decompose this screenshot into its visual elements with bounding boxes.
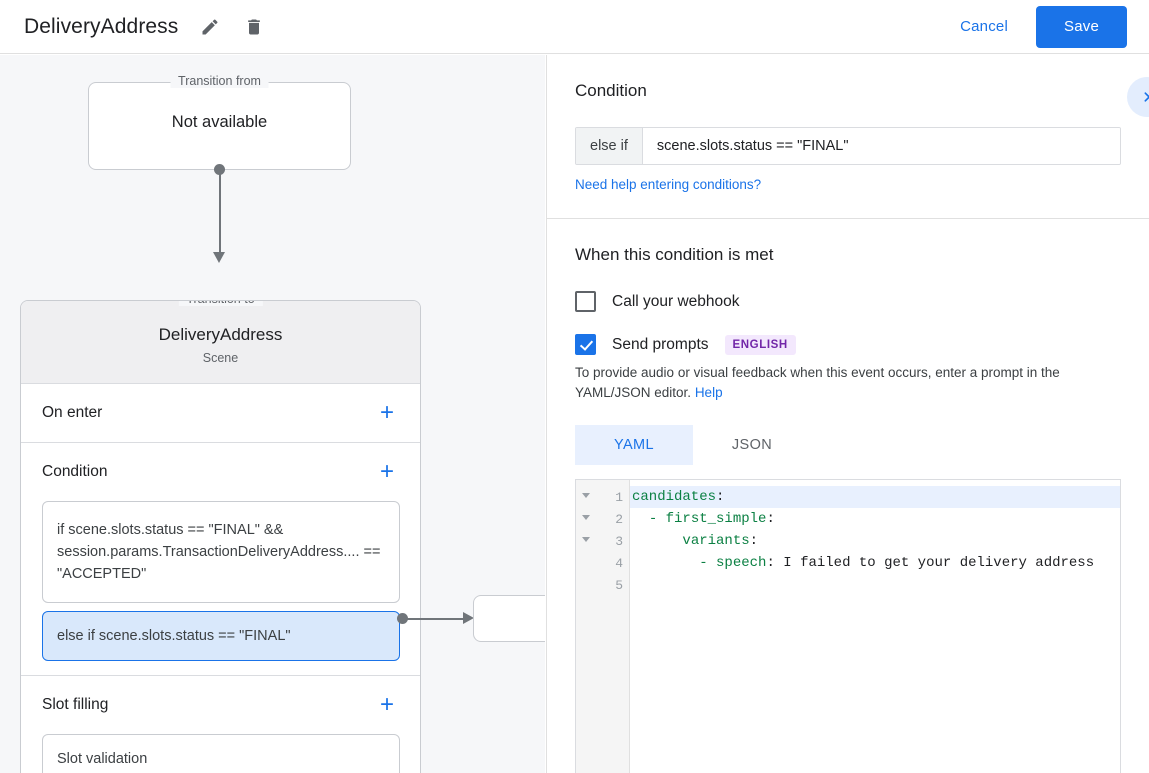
editor-code-area[interactable]: candidates: - first_simple: variants: - … — [630, 480, 1120, 773]
connector-line-horizontal — [404, 618, 466, 620]
panel-when-met-section: When this condition is met Call your web… — [547, 219, 1149, 773]
fold-arrow-icon[interactable] — [582, 515, 590, 520]
condition-prefix-label: else if — [576, 128, 643, 164]
section-on-enter: On enter + — [21, 384, 420, 443]
line-number: 4 — [615, 555, 623, 571]
condition-item-else-if[interactable]: else if scene.slots.status == "FINAL" — [42, 611, 400, 661]
scene-graph-canvas[interactable]: Transition from Not available Transition… — [0, 55, 545, 773]
gutter-row: 5 — [576, 574, 629, 596]
connector-dot-right — [397, 613, 408, 624]
condition-input-row: else if — [575, 127, 1121, 165]
panel-condition-section: Condition else if Need help entering con… — [547, 55, 1149, 219]
edit-name-button[interactable] — [194, 11, 226, 43]
line-number: 1 — [615, 489, 623, 505]
send-prompts-checkbox[interactable] — [575, 334, 596, 355]
section-condition-body: if scene.slots.status == "FINAL" && sess… — [21, 501, 420, 675]
line-number: 5 — [615, 577, 623, 593]
transition-from-value: Not available — [171, 113, 268, 131]
add-slot-button[interactable]: + — [379, 691, 394, 718]
scene-name: DeliveryAddress — [158, 325, 283, 344]
panel-condition-title: Condition — [575, 81, 647, 100]
tab-json[interactable]: JSON — [731, 437, 773, 453]
send-prompts-help-link[interactable]: Help — [694, 385, 723, 400]
cancel-button[interactable]: Cancel — [946, 10, 1022, 43]
editor-gutter: 1 2 3 4 5 — [576, 480, 630, 773]
add-condition-button[interactable]: + — [379, 458, 394, 485]
yaml-value: I failed to get your delivery address — [774, 555, 1095, 571]
webhook-row[interactable]: Call your webhook — [575, 291, 1121, 312]
section-on-enter-header: On enter + — [21, 384, 420, 442]
delete-button[interactable] — [238, 11, 270, 43]
transition-to-card: Transition to DeliveryAddress Scene On e… — [20, 300, 421, 773]
yaml-punct: : — [766, 511, 775, 527]
section-condition: Condition + if scene.slots.status == "FI… — [21, 443, 420, 676]
connector-arrow-down-icon — [213, 252, 225, 263]
gutter-row: 1 — [576, 486, 629, 508]
send-prompts-row[interactable]: Send prompts ENGLISH — [575, 334, 1121, 355]
yaml-indent — [632, 555, 699, 571]
call-webhook-checkbox[interactable] — [575, 291, 596, 312]
section-slot-filling-title: Slot filling — [42, 696, 109, 713]
yaml-key: candidates — [632, 489, 717, 505]
yaml-punct: : — [766, 555, 775, 571]
yaml-punct: : — [749, 533, 759, 549]
yaml-punct: : — [716, 489, 725, 505]
page-title: DeliveryAddress — [24, 14, 179, 38]
panel-when-met-title: When this condition is met — [575, 245, 774, 264]
send-prompts-label: Send prompts — [612, 335, 709, 353]
section-slot-filling-body: Slot validation TransactionDeliveryAddre… — [21, 734, 420, 773]
section-condition-title: Condition — [42, 463, 108, 480]
top-app-bar: DeliveryAddress Cancel Save — [0, 0, 1149, 54]
code-line — [630, 574, 1120, 596]
condition-expression-input[interactable] — [642, 128, 1120, 164]
transition-to-legend: Transition to — [178, 301, 263, 306]
editor-format-tabs: YAML JSON — [575, 425, 1121, 465]
scene-header[interactable]: DeliveryAddress Scene — [21, 301, 420, 384]
slot-item-slot-validation[interactable]: Slot validation — [42, 734, 400, 773]
yaml-key: first_simple — [665, 511, 767, 527]
next-node-stub[interactable] — [473, 595, 545, 642]
code-line: - first_simple: — [630, 508, 1120, 530]
chevron-right-icon — [1144, 92, 1149, 102]
connector-arrow-right-icon — [463, 612, 474, 624]
yaml-dash: - — [648, 511, 666, 527]
expand-panel-button[interactable] — [1127, 77, 1149, 117]
yaml-key: variants — [682, 533, 750, 549]
fold-arrow-icon[interactable] — [582, 537, 590, 542]
yaml-key: speech — [716, 555, 767, 571]
gutter-row: 3 — [576, 530, 629, 552]
gutter-row: 2 — [576, 508, 629, 530]
transition-from-legend: Transition from — [170, 74, 269, 88]
condition-help-link[interactable]: Need help entering conditions? — [575, 177, 762, 192]
section-slot-filling: Slot filling + Slot validation Transacti… — [21, 676, 420, 773]
scene-type: Scene — [202, 351, 239, 365]
save-button[interactable]: Save — [1036, 5, 1127, 48]
language-badge: ENGLISH — [724, 334, 796, 355]
send-prompts-description: To provide audio or visual feedback when… — [575, 363, 1121, 403]
code-line: candidates: — [630, 486, 1120, 508]
yaml-indent — [632, 511, 649, 527]
fold-arrow-icon[interactable] — [582, 493, 590, 498]
line-number: 2 — [615, 511, 623, 527]
code-line: - speech: I failed to get your delivery … — [630, 552, 1120, 574]
add-on-enter-button[interactable]: + — [379, 399, 394, 426]
yaml-dash: - — [699, 555, 717, 571]
transition-from-box: Transition from Not available — [88, 74, 351, 170]
section-on-enter-title: On enter — [42, 404, 103, 421]
gutter-row: 4 — [576, 552, 629, 574]
connector-line-vertical — [219, 169, 221, 254]
section-slot-filling-header: Slot filling + — [21, 676, 420, 734]
prompt-code-editor[interactable]: 1 2 3 4 5 candidates: - first_simple: va… — [575, 479, 1121, 773]
details-panel: Condition else if Need help entering con… — [546, 55, 1149, 773]
condition-item-if[interactable]: if scene.slots.status == "FINAL" && sess… — [42, 501, 400, 603]
call-webhook-label: Call your webhook — [612, 292, 740, 310]
code-line: variants: — [630, 530, 1120, 552]
yaml-indent — [632, 533, 682, 549]
tab-yaml[interactable]: YAML — [575, 425, 693, 465]
line-number: 3 — [615, 533, 623, 549]
send-prompts-description-text: To provide audio or visual feedback when… — [575, 365, 1060, 400]
section-condition-header: Condition + — [21, 443, 420, 501]
